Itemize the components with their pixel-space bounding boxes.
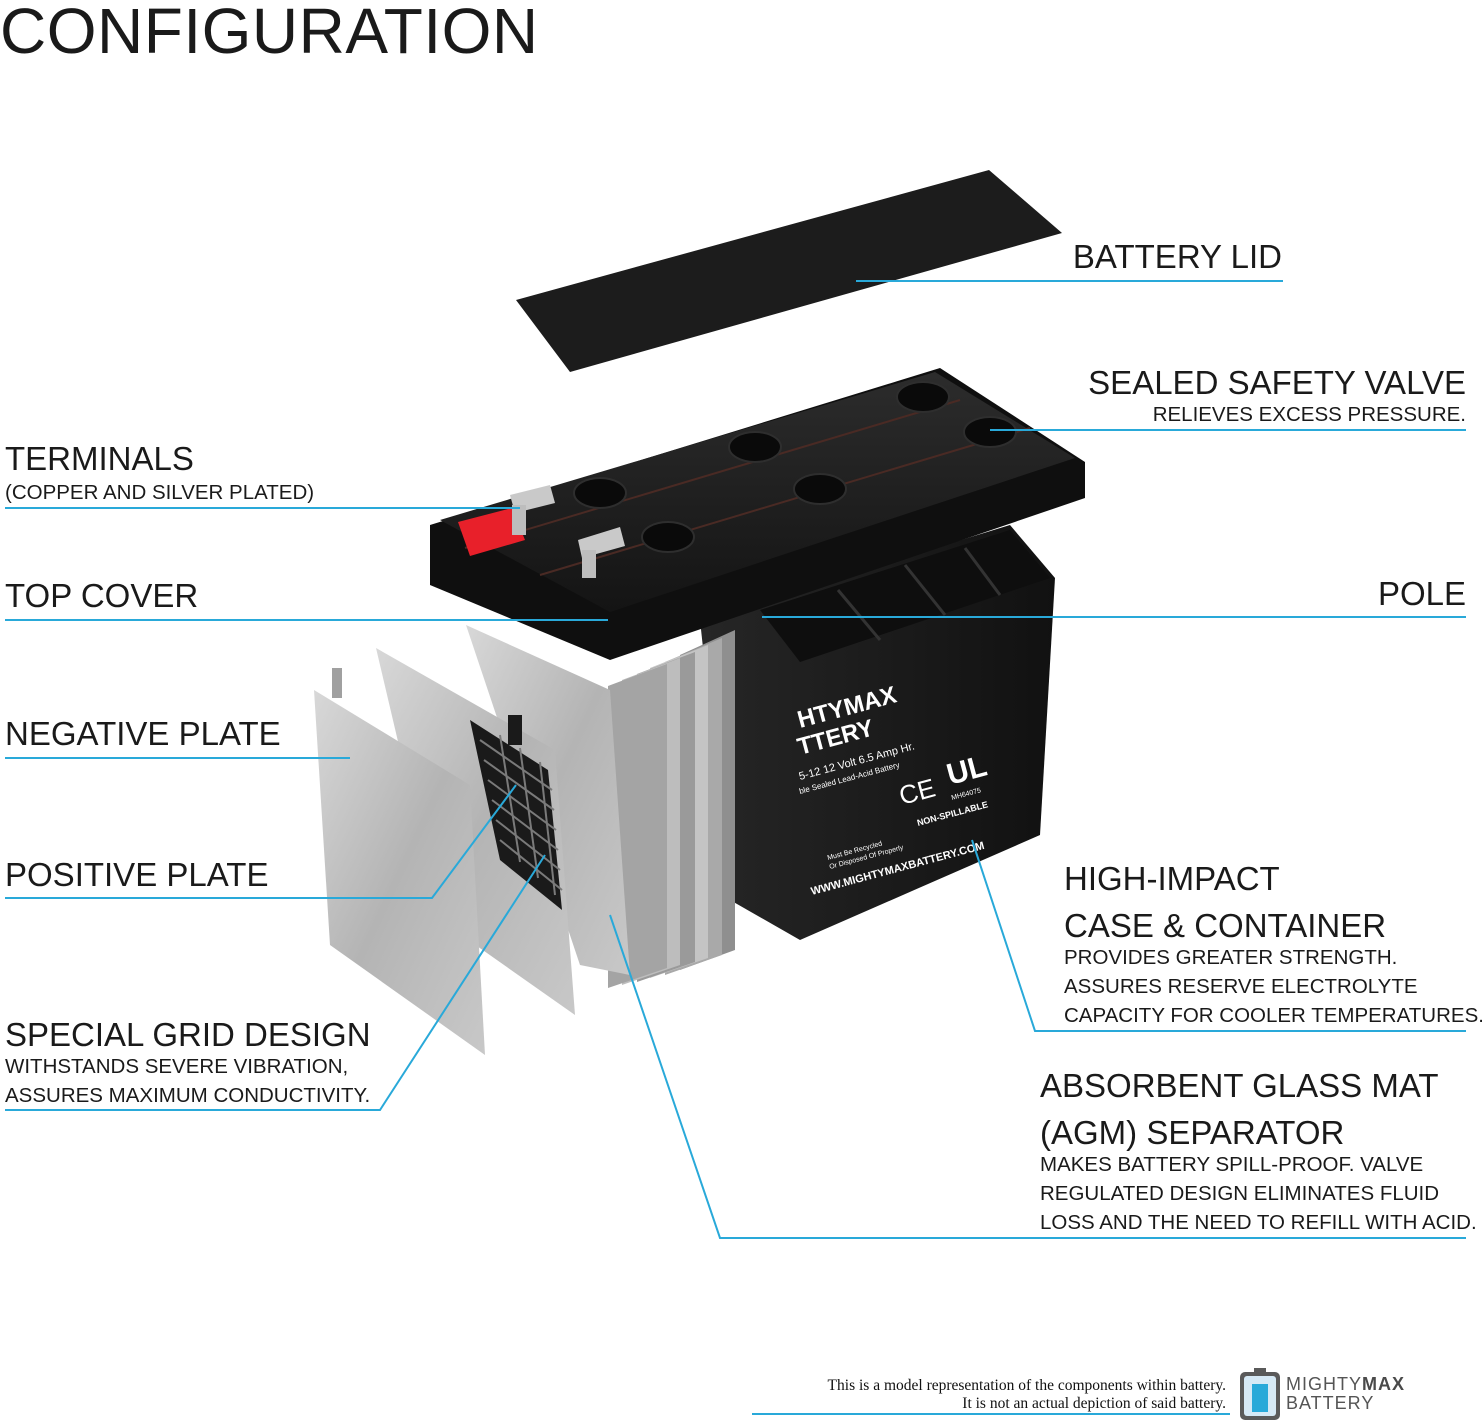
label-grid-design: SPECIAL GRID DESIGN bbox=[5, 1016, 371, 1053]
label-agm-line1: ABSORBENT GLASS MAT bbox=[1040, 1067, 1439, 1104]
label-case-sub-line2: ASSURES RESERVE ELECTROLYTE bbox=[1064, 975, 1418, 998]
leader-agm bbox=[609, 914, 1466, 1239]
battery-logo-icon bbox=[1240, 1368, 1280, 1420]
label-grid-design-sub-line2: ASSURES MAXIMUM CONDUCTIVITY. bbox=[5, 1084, 371, 1107]
label-case-line1: HIGH-IMPACT bbox=[1064, 860, 1280, 897]
label-top-cover: TOP COVER bbox=[5, 577, 199, 614]
label-pole: POLE bbox=[1377, 575, 1466, 612]
label-positive-plate: POSITIVE PLATE bbox=[5, 856, 269, 893]
label-negative-plate: NEGATIVE PLATE bbox=[5, 715, 281, 752]
terminal-red-cover bbox=[458, 508, 525, 556]
label-case-line2: CASE & CONTAINER bbox=[1064, 907, 1387, 944]
battery-case bbox=[700, 525, 1055, 940]
label-safety-valve-sub: RELIEVES EXCESS PRESSURE. bbox=[1152, 403, 1466, 426]
label-agm-line2: (AGM) SEPARATOR bbox=[1040, 1114, 1345, 1151]
label-agm-sub-line2: REGULATED DESIGN ELIMINATES FLUID bbox=[1040, 1182, 1440, 1205]
top-cover bbox=[430, 368, 1085, 660]
leader-grid-design bbox=[5, 854, 546, 1111]
label-agm-sub-line1: MAKES BATTERY SPILL-PROOF. VALVE bbox=[1040, 1153, 1424, 1176]
label-terminals-sub: (COPPER AND SILVER PLATED) bbox=[5, 481, 315, 504]
cover-vents bbox=[573, 381, 1017, 553]
brand-logo-battery: BATTERY bbox=[1286, 1393, 1375, 1413]
label-battery-lid: BATTERY LID bbox=[1072, 238, 1282, 275]
label-case-sub-line3: CAPACITY FOR COOLER TEMPERATURES. bbox=[1064, 1004, 1482, 1027]
label-terminals: TERMINALS bbox=[5, 440, 194, 477]
footer-disclaimer-line2: It is not an actual depiction of said ba… bbox=[962, 1395, 1226, 1412]
leader-positive-plate bbox=[5, 784, 517, 899]
plate-stack bbox=[466, 625, 735, 988]
leader-lines bbox=[5, 280, 1466, 1415]
page-title: CONFIGURATION bbox=[0, 0, 539, 67]
footer-disclaimer-line1: This is a model representation of the co… bbox=[827, 1377, 1226, 1394]
brand-logo-mighty: MIGHTY bbox=[1286, 1374, 1362, 1394]
label-safety-valve: SEALED SAFETY VALVE bbox=[1088, 364, 1466, 401]
brand-logo: MIGHTYMAX BATTERY bbox=[1286, 1375, 1405, 1413]
label-agm-sub-line3: LOSS AND THE NEED TO REFILL WITH ACID. bbox=[1040, 1211, 1477, 1234]
footer-disclaimer: This is a model representation of the co… bbox=[828, 1377, 1226, 1413]
battery-lid bbox=[516, 170, 1062, 372]
negative-plate bbox=[314, 690, 485, 1055]
label-grid-design-sub-line1: WITHSTANDS SEVERE VIBRATION, bbox=[5, 1055, 349, 1078]
brand-logo-max: MAX bbox=[1362, 1374, 1405, 1394]
label-case-sub-line1: PROVIDES GREATER STRENGTH. bbox=[1064, 946, 1398, 969]
leader-case bbox=[971, 839, 1466, 1032]
